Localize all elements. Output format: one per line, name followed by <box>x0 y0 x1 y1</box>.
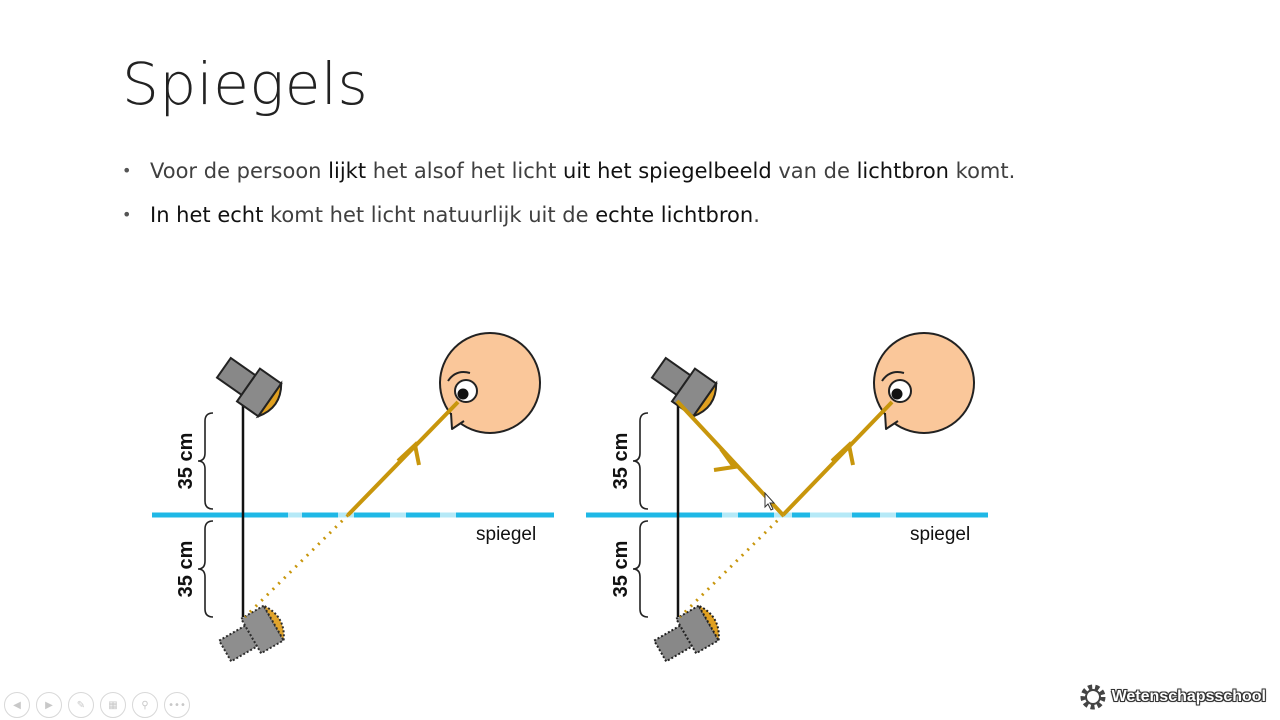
left-diagram: 35 cm 35 cm spiegel <box>152 332 554 670</box>
lamp-image-icon <box>214 601 291 670</box>
arrow-icon <box>713 447 738 472</box>
brace-icon <box>197 520 214 618</box>
slide-title: Spiegels <box>122 50 369 118</box>
face-icon <box>873 332 975 434</box>
zoom-icon[interactable]: ⚲ <box>132 692 158 718</box>
distance-label: 35 cm <box>175 541 197 598</box>
lamp-icon <box>211 350 288 422</box>
bullet-list: Voor de persoon lijkt het alsof het lich… <box>122 156 1015 244</box>
next-icon[interactable]: ▶ <box>36 692 62 718</box>
brace-icon <box>632 520 649 618</box>
cursor-icon <box>764 491 776 511</box>
logo-text: Wetenschapsschool <box>1111 688 1266 705</box>
mirror-label: spiegel <box>476 524 536 545</box>
bullet-item: In het echt komt het licht natuurlijk ui… <box>122 200 1015 244</box>
distance-label: 35 cm <box>610 541 632 598</box>
arrow-icon <box>396 441 421 466</box>
distance-label: 35 cm <box>175 433 197 490</box>
prev-icon[interactable]: ◀ <box>4 692 30 718</box>
virtual-ray <box>678 513 785 619</box>
arrow-icon <box>830 441 855 466</box>
face-icon <box>439 332 541 434</box>
distance-label: 35 cm <box>610 433 632 490</box>
slides-icon[interactable]: ▦ <box>100 692 126 718</box>
mirror-diagram: 35 cm 35 cm spiegel 35 cm 35 cm <box>152 332 988 670</box>
bullet-item: Voor de persoon lijkt het alsof het lich… <box>122 156 1015 200</box>
lamp-image-icon <box>649 601 726 670</box>
brace-icon <box>197 412 214 510</box>
virtual-ray <box>243 513 350 619</box>
right-diagram: 35 cm 35 cm spiegel <box>586 332 988 670</box>
brace-icon <box>632 412 649 510</box>
more-icon[interactable]: ••• <box>164 692 190 718</box>
mirror-label: spiegel <box>910 524 970 545</box>
logo: Wetenschapsschool <box>1078 682 1266 712</box>
pen-icon[interactable]: ✎ <box>68 692 94 718</box>
slideshow-controls: ◀ ▶ ✎ ▦ ⚲ ••• <box>4 692 190 718</box>
gear-icon <box>1080 684 1106 710</box>
